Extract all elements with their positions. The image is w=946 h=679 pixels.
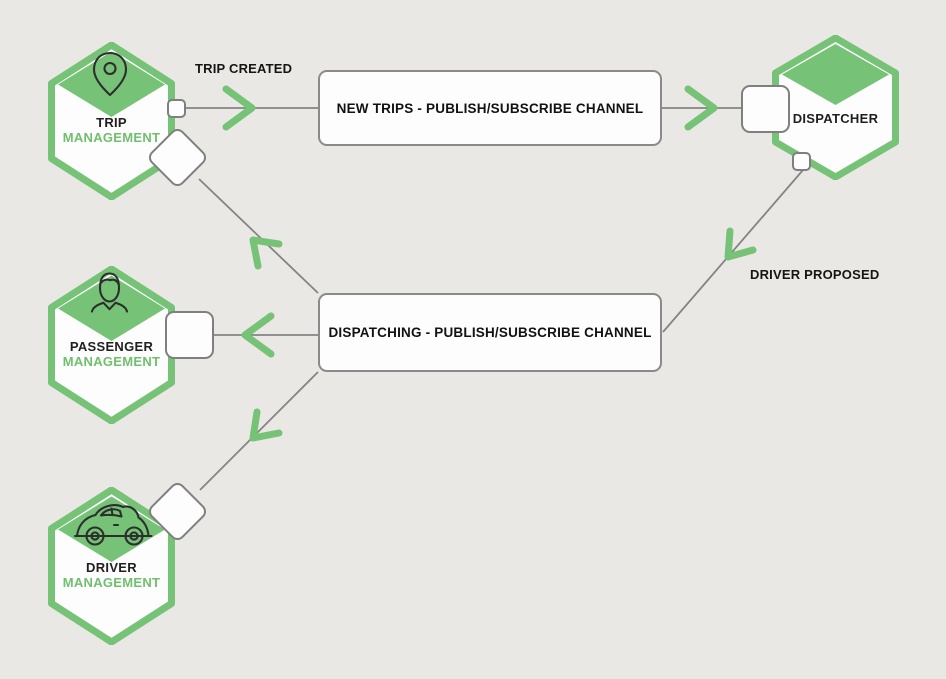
location-pin-icon (92, 51, 128, 97)
node-title: DRIVER (86, 560, 137, 575)
edge-dispatching-to-trip (198, 178, 319, 294)
hexagon-shape (48, 41, 175, 201)
node-dispatcher: DISPATCHER (772, 34, 899, 181)
node-title: TRIP (96, 115, 127, 130)
channel-label: NEW TRIPS - PUBLISH/SUBSCRIBE CHANNEL (336, 100, 644, 116)
edge-dispatching-to-driver (199, 371, 319, 491)
hexagon-shape (772, 34, 899, 181)
car-icon (73, 504, 153, 546)
node-title: DISPATCHER (792, 111, 879, 126)
arrowhead-left-icon (241, 312, 275, 358)
port-dispatcher-input (741, 85, 790, 133)
channel-label: DISPATCHING - PUBLISH/SUBSCRIBE CHANNEL (328, 325, 652, 340)
arrowhead-downleft-icon (724, 227, 757, 261)
node-subtitle: MANAGEMENT (62, 354, 161, 369)
node-title: PASSENGER (69, 339, 154, 354)
edge-dispatcher-to-dispatching (662, 169, 804, 333)
node-subtitle: MANAGEMENT (62, 130, 161, 145)
channel-dispatching: DISPATCHING - PUBLISH/SUBSCRIBE CHANNEL (318, 293, 662, 372)
node-label: PASSENGER MANAGEMENT (48, 339, 175, 369)
node-passenger-management: PASSENGER MANAGEMENT (48, 265, 175, 425)
edge-label-driver-proposed: DRIVER PROPOSED (750, 267, 880, 282)
port-dispatcher-output (792, 152, 811, 171)
hexagon-shape (48, 265, 175, 425)
node-trip-management: TRIP MANAGEMENT (48, 41, 175, 201)
person-icon (90, 272, 129, 313)
port-trip-output (167, 99, 186, 118)
arrowhead-right-icon (684, 85, 718, 131)
arrowhead-right-icon (222, 85, 256, 131)
channel-new-trips: NEW TRIPS - PUBLISH/SUBSCRIBE CHANNEL (318, 70, 662, 146)
edge-label-trip-created: TRIP CREATED (195, 61, 293, 76)
node-label: DISPATCHER (772, 111, 899, 126)
node-subtitle: MANAGEMENT (62, 575, 161, 590)
arrowhead-upleft-icon (249, 236, 283, 270)
port-passenger-input (165, 311, 214, 359)
arrowhead-downleft-icon (249, 408, 283, 442)
node-label: DRIVER MANAGEMENT (48, 560, 175, 590)
node-label: TRIP MANAGEMENT (48, 115, 175, 145)
